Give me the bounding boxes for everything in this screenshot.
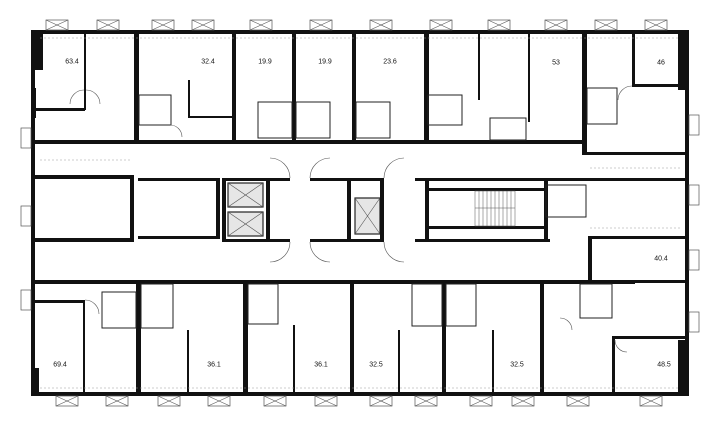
apartment-area-label: 32.4 — [201, 58, 215, 66]
apartment-area-label: 63.4 — [65, 58, 79, 66]
apartment-area-label: 36.1 — [207, 361, 221, 369]
side-windows — [20, 114, 700, 333]
apartment-area-label: 53 — [552, 59, 560, 67]
apartment-area-label: 46 — [657, 59, 665, 67]
top-partitions — [35, 30, 685, 155]
apartment-area-label: 69.4 — [53, 361, 67, 369]
bottom-windows — [55, 395, 663, 407]
apartment-area-label: 19.9 — [258, 58, 272, 66]
stairwell — [474, 190, 516, 227]
apartment-area-label: 19.9 — [318, 58, 332, 66]
outer-walls — [31, 30, 689, 396]
apartment-area-label: 32.5 — [510, 361, 524, 369]
doors — [69, 85, 633, 353]
apartment-area-label: 23.6 — [383, 58, 397, 66]
top-windows — [45, 19, 668, 31]
apartment-area-label: 36.1 — [314, 361, 328, 369]
core — [35, 175, 685, 281]
dimension-lines — [40, 37, 680, 389]
apartment-area-label: 48.5 — [657, 361, 671, 369]
apartment-area-label: 32.5 — [369, 361, 383, 369]
apartment-area-label: 40.4 — [654, 255, 668, 263]
bottom-partitions — [35, 280, 685, 396]
